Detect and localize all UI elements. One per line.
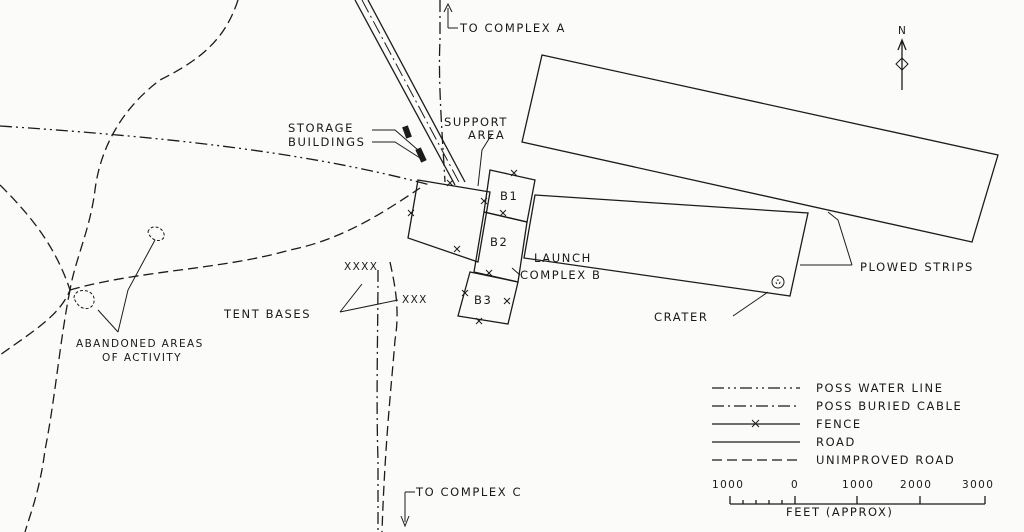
arrow-to-complex-c [400, 491, 415, 528]
support-area-fence [407, 179, 491, 263]
label-support: SUPPORT [444, 115, 508, 129]
label-b1: B1 [500, 189, 518, 203]
unimproved-road-far-west [0, 184, 71, 291]
label-tent-bases: TENT BASES [223, 307, 311, 321]
plowed-strip-lower [523, 194, 809, 297]
arrow-to-complex-a [443, 2, 458, 29]
unimproved-road-to-support [69, 187, 421, 291]
crater-symbol [771, 275, 785, 289]
water-line-west [0, 125, 431, 186]
legend-label-water-line: POSS WATER LINE [816, 381, 944, 395]
label-b2: B2 [490, 235, 508, 249]
legend: POSS WATER LINE POSS BURIED CABLE FENCE … [712, 381, 962, 467]
unimproved-road-south [24, 289, 71, 532]
scale-tick-label-4: 3000 [962, 479, 994, 491]
label-to-complex-c: TO COMPLEX C [415, 485, 522, 499]
scale-tick-label-1: 0 [791, 479, 799, 491]
legend-label-buried-cable: POSS BURIED CABLE [816, 399, 962, 413]
fence-marks [407, 169, 518, 325]
label-to-complex-a: TO COMPLEX A [459, 21, 566, 35]
road-north-a [354, 0, 456, 186]
label-storage: STORAGE [288, 121, 354, 135]
label-buildings: BUILDINGS [288, 135, 366, 149]
unimproved-road-west-curve [0, 0, 239, 356]
road-center-dash [361, 0, 461, 185]
scale-bar: 1000 0 1000 2000 3000 FEET (APPROX) [712, 479, 994, 519]
label-of-activity: OF ACTIVITY [102, 352, 182, 364]
legend-label-unimproved-road: UNIMPROVED ROAD [816, 453, 955, 467]
abandoned-area-2 [73, 290, 95, 309]
label-area: AREA [468, 128, 505, 142]
road-north-b [367, 0, 466, 183]
unimproved-road-tents [381, 261, 398, 532]
scale-tick-label-2: 1000 [842, 479, 874, 491]
leader-lines [97, 129, 853, 333]
label-abandoned: ABANDONED AREAS [76, 338, 204, 350]
storage-building-1 [402, 125, 412, 139]
scale-bar-line [729, 496, 986, 505]
north-arrow-icon: N [895, 25, 909, 90]
label-plowed-strips: PLOWED STRIPS [860, 260, 974, 274]
abandoned-area-1 [147, 226, 165, 241]
legend-swatch-fence [712, 419, 800, 428]
buried-cable-to-complex-a [438, 0, 446, 183]
buried-cable-to-complex-c [376, 269, 379, 532]
launch-section-b3 [457, 271, 519, 325]
tent-marks-xxxx: XXXX [344, 261, 378, 273]
scale-unit-label: FEET (APPROX) [786, 505, 894, 519]
storage-building-2 [415, 147, 427, 163]
scale-tick-label-0: 1000 [712, 479, 744, 491]
label-crater: CRATER [654, 310, 708, 324]
label-launch: LAUNCH [534, 251, 592, 265]
legend-label-road: ROAD [816, 435, 856, 449]
label-complex-b: COMPLEX B [520, 268, 601, 282]
label-b3: B3 [474, 293, 492, 307]
tent-marks-xxx: XXX [402, 294, 428, 306]
legend-label-fence: FENCE [816, 417, 862, 431]
scale-tick-label-3: 2000 [900, 479, 932, 491]
plowed-strip-upper [521, 54, 999, 243]
svg-text:N: N [898, 25, 907, 37]
